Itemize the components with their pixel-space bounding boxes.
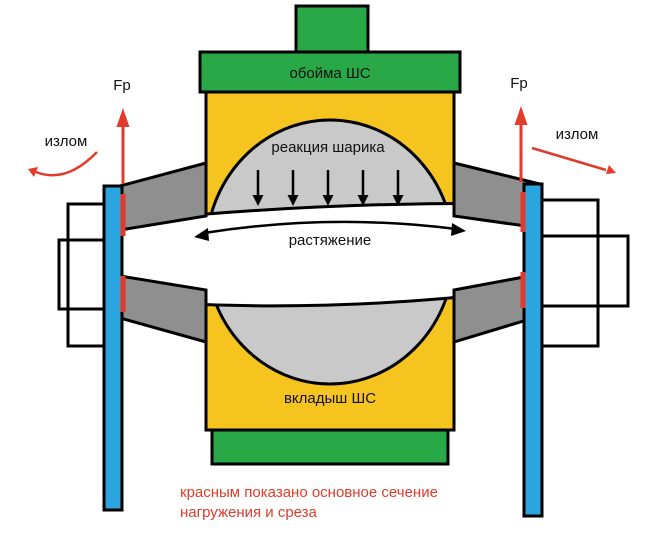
- fp-arrowhead-right: [514, 106, 528, 125]
- izlom-arrowhead-right: [606, 165, 616, 174]
- izlom-label-right: излом: [556, 126, 599, 143]
- tension-arrowhead-left: [194, 228, 209, 241]
- reaction-arrowhead: [392, 195, 404, 206]
- izlom-arrow-right: [531, 146, 607, 172]
- left-clevis-tab: [57, 238, 70, 311]
- fp-label-right: Fp: [510, 75, 528, 92]
- reaction-arrowhead: [287, 195, 299, 206]
- race-stem: [294, 4, 370, 58]
- izlom-label-left: излом: [45, 133, 88, 150]
- reaction-label: реакция шарика: [271, 139, 385, 156]
- left-pin: [102, 184, 124, 512]
- race-bottom-bar: [210, 428, 450, 466]
- note-line-1: красным показано основное сечение: [180, 484, 438, 501]
- reaction-arrowhead: [357, 195, 369, 206]
- tension-arrow: [203, 220, 457, 235]
- tension-label: растяжение: [289, 232, 372, 249]
- right-clevis-body: [540, 198, 600, 348]
- race-top-bar: [198, 50, 462, 94]
- tension-arrowhead-right: [451, 223, 466, 236]
- reaction-arrowhead: [322, 195, 334, 206]
- note-line-2: нагружения и среза: [180, 504, 318, 521]
- right-pin: [522, 182, 544, 518]
- fp-label-left: Fp: [113, 77, 131, 94]
- izlom-arrowhead-left: [28, 167, 38, 177]
- reaction-arrowhead: [252, 195, 264, 206]
- fp-arrowhead-left: [116, 108, 130, 127]
- race-label: обойма ШС: [289, 65, 370, 82]
- insert-label: вкладыш ШС: [284, 390, 376, 407]
- izlom-arrow-left: [35, 151, 98, 177]
- right-clevis-tab: [596, 234, 630, 308]
